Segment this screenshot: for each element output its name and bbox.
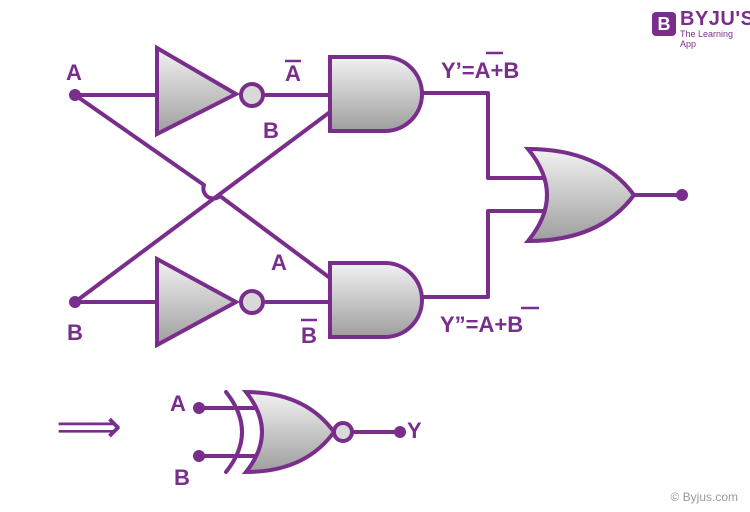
- input-a-label: A: [66, 60, 82, 85]
- or-gate: [523, 146, 637, 244]
- output-terminal: [676, 189, 688, 201]
- xnor-input-a-terminal: [193, 402, 205, 414]
- wire-a-to-bottom-and: [73, 93, 332, 280]
- equivalence-arrow: ⟹: [56, 399, 122, 453]
- xnor-gate-body: [241, 389, 337, 475]
- wire-bottom-and-to-or: [420, 209, 550, 299]
- brand-logo-icon: B: [652, 12, 676, 36]
- not-b-label: B: [301, 323, 317, 348]
- not-gate-b: [155, 255, 241, 349]
- xnor-gate-back-curve: [224, 390, 244, 474]
- xnor-output-bubble: [332, 421, 354, 443]
- wire-top-and-to-or: [420, 91, 550, 180]
- input-b-terminal: [69, 296, 81, 308]
- xnor-input-b-terminal: [193, 450, 205, 462]
- brand-tagline: The Learning App: [680, 29, 734, 49]
- not-gate-b-bubble: [239, 289, 265, 315]
- bottom-and-input-a-label: A: [271, 250, 287, 275]
- input-b-label: B: [67, 320, 83, 345]
- wire-b-to-top-and: [73, 110, 332, 304]
- xnor-input-b-label: B: [174, 465, 190, 490]
- xnor-input-a-label: A: [170, 391, 186, 416]
- y-double-prime-expression: Y”=A+B: [440, 312, 523, 337]
- not-gate-a: [155, 44, 241, 138]
- xnor-output-label: Y: [407, 418, 422, 443]
- xnor-output-terminal: [394, 426, 406, 438]
- input-a-terminal: [69, 89, 81, 101]
- brand-name: BYJU'S: [680, 8, 750, 30]
- not-gate-a-bubble: [239, 82, 265, 108]
- and-gate-bottom: [328, 261, 424, 339]
- and-gate-top: [328, 55, 424, 133]
- top-and-input-b-label: B: [263, 118, 279, 143]
- y-prime-expression: Y’=A+B: [441, 58, 519, 83]
- copyright-text: © Byjus.com: [670, 490, 738, 504]
- not-a-label: A: [285, 61, 301, 86]
